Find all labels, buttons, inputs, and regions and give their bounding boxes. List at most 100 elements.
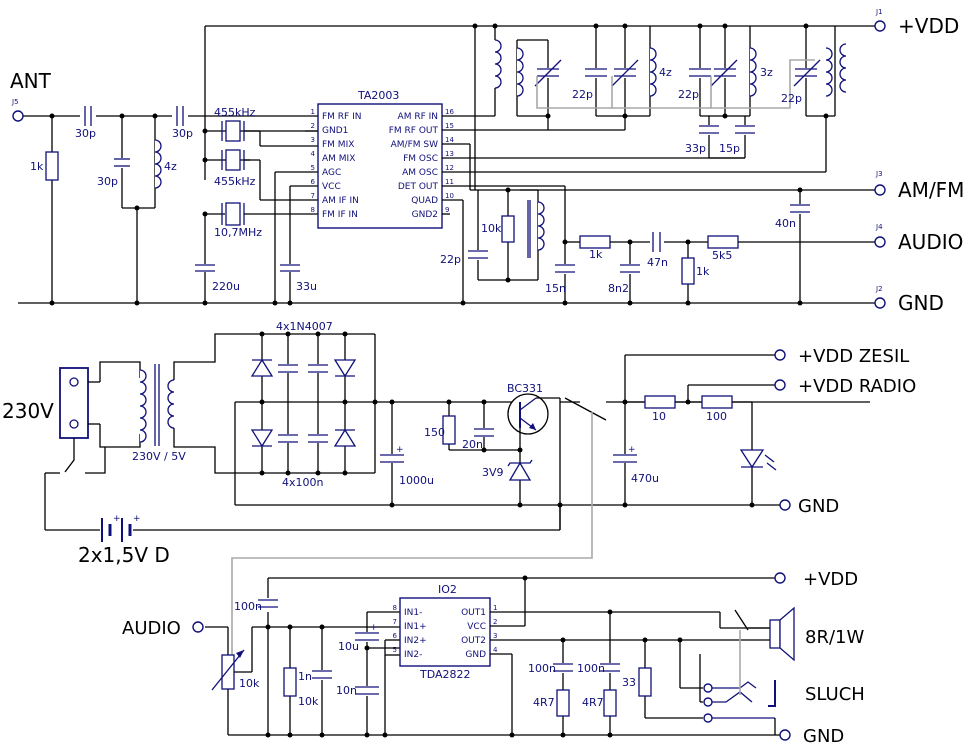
label-r-4r7-b: 4R7 (582, 696, 604, 709)
label-c-30p-b: 30p (97, 175, 118, 188)
label-audio-in: AUDIO (122, 618, 181, 639)
ic-tda2822-ref: IO2 (438, 583, 457, 596)
label-c-1000u: 1000u (399, 474, 434, 487)
label-c-1n: 1n (298, 670, 312, 683)
port-audio-in[interactable] (192, 621, 204, 633)
label-c-10n: 10n (336, 684, 357, 697)
port-j1[interactable] (874, 20, 886, 32)
tda2822-pin-num-2: 2 (493, 618, 497, 626)
label-c-100n-o2: 100n (577, 662, 605, 675)
label-c-33u: 33u (296, 280, 317, 293)
port-j2[interactable] (874, 297, 886, 309)
tda2822-pin-name-3: OUT2 (461, 636, 486, 646)
speaker-icon (769, 619, 781, 649)
port-vdd-zesil[interactable] (774, 349, 786, 361)
label-l-3z: 3z (760, 66, 773, 79)
label-bridge: 4x1N4007 (276, 320, 333, 333)
label-r-1k-b: 1k (696, 265, 710, 278)
ta2003-pin-num-12: 12 (445, 164, 454, 172)
label-r-1k-a: 1k (589, 248, 603, 261)
label-filter-455-b: 455kHz (214, 175, 256, 188)
label-c-10u: 10u (338, 640, 359, 653)
label-c-220u: 220u (212, 280, 240, 293)
port-j3-label: AM/FM (898, 178, 964, 202)
ta2003-pin-num-9: 9 (445, 206, 449, 214)
port-vdd-radio[interactable] (774, 379, 786, 391)
label-c-22p-c: 22p (781, 92, 802, 105)
label-c-15p: 15p (719, 142, 740, 155)
radio-ports: J1 +VDD J3 AM/FM J4 AUDIO J2 GND J5 ANT (10, 8, 964, 315)
port-j4[interactable] (874, 236, 886, 248)
psu-section: 230V 230V / 5V + + 2x1,5V D (2, 320, 916, 670)
label-c-40n: 40n (775, 217, 796, 230)
ta2003-pin-name-15: FM RF OUT (389, 126, 439, 136)
label-zener: 3V9 (482, 466, 504, 479)
ta2003-pin-num-5: 5 (311, 164, 315, 172)
svg-text:+: + (628, 445, 636, 455)
tda2822-pin-num-1: 1 (493, 604, 497, 612)
ta2003-pin-num-16: 16 (445, 108, 454, 116)
ic-tda2822 (399, 597, 491, 667)
label-gnd-psu: GND (798, 496, 839, 517)
label-r-1k-ant: 1k (30, 160, 44, 173)
label-r-10: 10 (652, 410, 666, 423)
tda2822-pin-num-6: 6 (393, 632, 398, 640)
ta2003-pin-num-14: 14 (445, 136, 454, 144)
ta2003-pin-num-6: 6 (311, 178, 316, 186)
tda2822-pin-num-5: 5 (393, 646, 397, 654)
ta2003-pin-num-2: 2 (311, 122, 315, 130)
label-c-15n: 15n (545, 282, 566, 295)
svg-text:+: + (396, 445, 404, 455)
tda2822-pin-name-7: IN1+ (404, 622, 427, 632)
label-bridge-caps: 4x100n (282, 476, 324, 489)
svg-text:+: + (133, 514, 141, 524)
label-vdd-radio: +VDD RADIO (798, 376, 916, 397)
label-r-10k-in: 10k (298, 695, 319, 708)
label-r-4r7-a: 4R7 (533, 696, 555, 709)
ic-ta2003-name: TA2003 (357, 89, 399, 102)
port-j2-ref: J2 (875, 285, 883, 293)
label-c-30p-c: 30p (172, 127, 193, 140)
ta2003-pin-name-13: FM OSC (403, 154, 438, 164)
label-c-22p-b: 22p (678, 88, 699, 101)
label-transformer: 230V / 5V (132, 450, 186, 463)
label-c-20n: 20n (462, 438, 483, 451)
label-r-10k-q: 10k (481, 222, 502, 235)
ta2003-pin-name-14: AM/FM SW (391, 140, 438, 150)
port-gnd-psu[interactable] (779, 499, 791, 511)
port-j2-label: GND (898, 291, 944, 315)
port-j3[interactable] (874, 184, 886, 196)
label-vdd-zesil: +VDD ZESIL (798, 346, 909, 367)
label-l-4z-b: 4z (659, 66, 672, 79)
ta2003-pin-name-10: QUAD (411, 196, 438, 206)
port-vdd-amp[interactable] (774, 572, 786, 584)
label-filter-455-a: 455kHz (214, 106, 256, 119)
label-c-8n2: 8n2 (608, 282, 629, 295)
port-j5[interactable] (12, 110, 24, 122)
label-c-30p-a: 30p (75, 127, 96, 140)
port-j3-ref: J3 (875, 170, 883, 178)
ta2003-pin-name-12: AM OSC (402, 168, 438, 178)
ta2003-pin-num-4: 4 (311, 150, 316, 158)
tda2822-pin-num-8: 8 (393, 604, 397, 612)
tda2822-pin-name-1: OUT1 (461, 608, 486, 618)
ta2003-pin-num-13: 13 (445, 150, 454, 158)
tda2822-pin-name-8: IN1- (404, 608, 422, 618)
label-c-470u: 470u (631, 472, 659, 485)
tda2822-pin-num-3: 3 (493, 632, 497, 640)
label-c-22p-a: 22p (572, 88, 593, 101)
label-r-33: 33 (622, 676, 636, 689)
label-transistor: BC331 (507, 382, 543, 395)
ta2003-pin-num-7: 7 (311, 192, 315, 200)
ic-tda2822-name: TDA2822 (419, 668, 471, 681)
port-gnd-amp[interactable] (779, 729, 791, 741)
tda2822-pin-name-6: IN2+ (404, 636, 427, 646)
ta2003-pin-name-3: FM MIX (322, 140, 354, 150)
tda2822-pin-name-2: VCC (467, 622, 486, 632)
label-mains: 230V (2, 399, 54, 423)
ta2003-pin-name-16: AM RF IN (398, 112, 438, 122)
label-c-22p-q: 22p (440, 253, 461, 266)
ta2003-pin-num-3: 3 (311, 136, 315, 144)
